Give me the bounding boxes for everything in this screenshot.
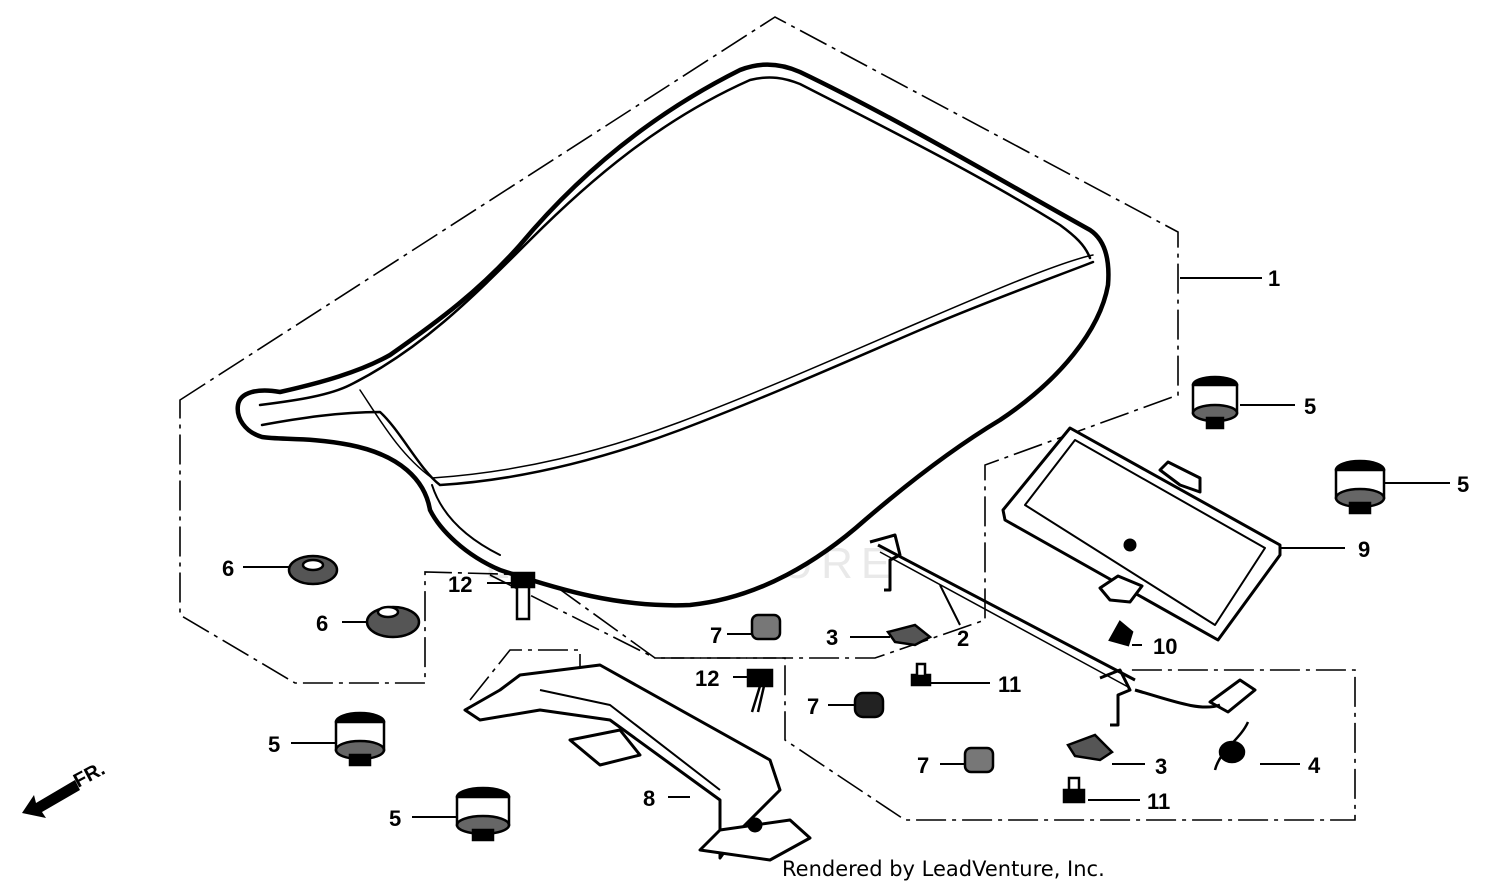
clip-3-upper xyxy=(885,623,933,647)
tray-inner xyxy=(1024,439,1266,626)
callout-7-upper: 7 xyxy=(710,623,722,648)
seat-piping-inner xyxy=(359,254,1094,479)
nut-7-upper xyxy=(750,613,782,641)
callout-5-bottom: 5 xyxy=(389,806,401,831)
bracket-side xyxy=(568,728,642,767)
bracket-bolt-hole xyxy=(747,817,763,833)
screw-11-upper xyxy=(910,662,932,687)
grommet-5-right xyxy=(1334,459,1386,515)
callout-5-right: 5 xyxy=(1457,472,1469,497)
callout-8: 8 xyxy=(643,786,655,811)
callout-6-lower: 6 xyxy=(316,611,328,636)
tray-outline xyxy=(1001,426,1282,642)
rod-end xyxy=(1208,678,1257,714)
grommet-5-bottom xyxy=(455,786,511,842)
tray-clip xyxy=(1098,574,1144,604)
callout-5-top: 5 xyxy=(1304,394,1316,419)
tray-hole xyxy=(1123,538,1137,552)
bracket-rib xyxy=(539,689,721,791)
callout-12-upper: 12 xyxy=(448,572,472,597)
grommet-5-left xyxy=(334,711,386,767)
callout-12-lower: 12 xyxy=(695,666,719,691)
bolt-12-lower xyxy=(746,668,774,713)
callout-7-lower: 7 xyxy=(917,753,929,778)
callout-3-upper: 3 xyxy=(826,625,838,650)
callout-9: 9 xyxy=(1358,537,1370,562)
tray-tab xyxy=(1158,460,1202,494)
callout-6-upper: 6 xyxy=(222,556,234,581)
callout-11-upper: 11 xyxy=(998,672,1021,697)
seat-side-line xyxy=(431,484,501,556)
callout-7-middle: 7 xyxy=(807,694,819,719)
callout-1: 1 xyxy=(1268,266,1280,291)
seat xyxy=(235,62,1111,608)
callout-11-lower: 11 xyxy=(1147,789,1170,814)
leader-lines xyxy=(243,277,1450,818)
wing-nut-10 xyxy=(1108,620,1134,647)
bracket-arm xyxy=(463,663,782,860)
screw-11-lower xyxy=(1062,776,1086,804)
callout-2: 2 xyxy=(957,626,969,651)
rod-tail xyxy=(1134,688,1221,709)
callout-4: 4 xyxy=(1308,753,1321,778)
tray xyxy=(1001,426,1282,642)
rod-bar xyxy=(877,543,1136,682)
direction-marker: FR. xyxy=(22,758,109,818)
credit-text: Rendered by LeadVenture, Inc. xyxy=(782,857,1105,881)
bracket-foot xyxy=(698,818,812,862)
grommet-6-upper xyxy=(287,554,339,586)
callout-5-left: 5 xyxy=(268,732,280,757)
seat-outline xyxy=(235,62,1111,608)
rod-bar-lower xyxy=(879,551,1131,689)
spring-4 xyxy=(1213,721,1250,771)
callouts: 1 2 3 3 4 5 5 5 5 6 6 7 7 7 8 9 10 11 11… xyxy=(222,266,1469,831)
seat-top-panel xyxy=(258,76,1092,407)
grommet-5-top xyxy=(1191,375,1239,430)
grommet-6-lower xyxy=(365,605,421,639)
clip-3-lower xyxy=(1066,733,1114,762)
callout-10: 10 xyxy=(1153,634,1177,659)
nut-7-lower xyxy=(963,746,995,774)
rod-bracket-left xyxy=(869,533,902,592)
front-arrow-icon xyxy=(22,780,80,818)
seat-piping xyxy=(260,260,1095,487)
bolt-12-upper xyxy=(510,571,536,621)
bracket xyxy=(463,663,812,862)
rod-bracket-right xyxy=(1099,668,1132,727)
rod xyxy=(869,533,1257,727)
hardware xyxy=(287,375,1386,842)
callout-3-lower: 3 xyxy=(1155,754,1167,779)
nut-7-middle xyxy=(853,691,885,719)
hardware-boundary xyxy=(489,574,1356,821)
